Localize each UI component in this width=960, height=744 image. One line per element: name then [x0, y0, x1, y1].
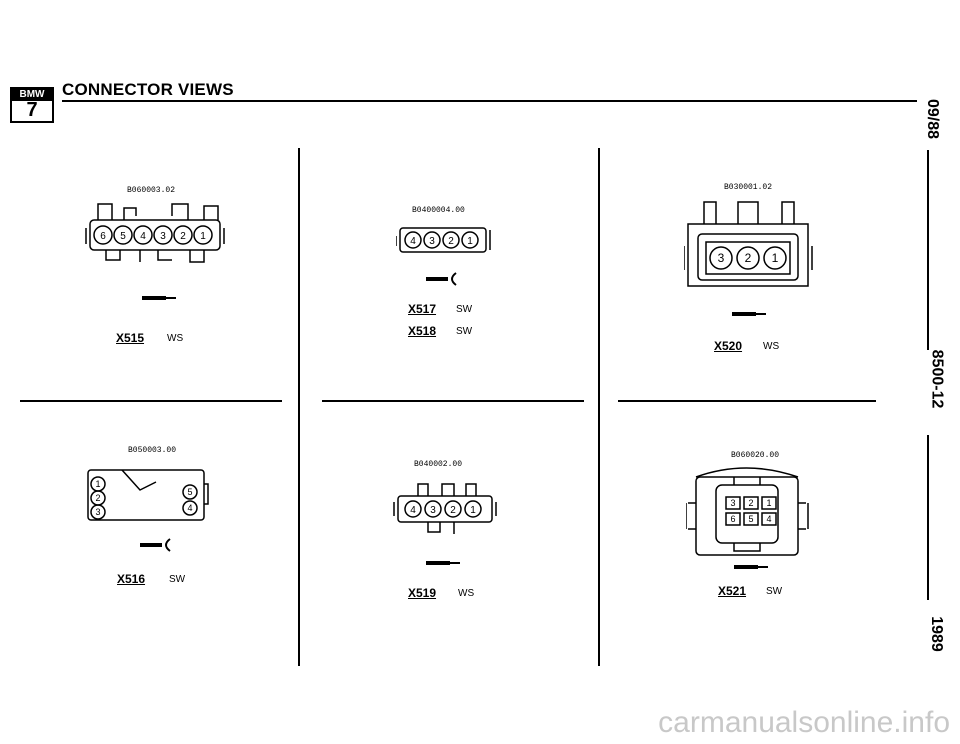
connector-x521-id: X521 — [718, 584, 747, 598]
x519-pin-4: 1 — [470, 505, 476, 516]
side-rule-2 — [927, 435, 929, 600]
connector-x515-id: X515 — [116, 331, 145, 345]
x521-pin-4: 6 — [730, 514, 735, 524]
side-margin: 09/88 8500-12 1989 — [908, 80, 948, 680]
x521-pin-2: 2 — [748, 498, 753, 508]
connector-x516-drawing: 1 2 3 5 4 — [87, 469, 209, 521]
connector-x519-drawing: 4 3 2 1 — [393, 483, 497, 534]
connector-x516-id: X516 — [117, 572, 146, 586]
x515-pin-2: 5 — [120, 231, 126, 242]
x519-pin-2: 3 — [430, 505, 436, 516]
x517-pin-2: 3 — [429, 236, 435, 247]
connector-x516-code: B050003.00 — [128, 446, 177, 455]
connector-x520-id: X520 — [714, 339, 743, 353]
connector-x519-symbol — [426, 561, 460, 565]
x516-pin-2: 2 — [95, 493, 100, 503]
x515-pin-3: 4 — [140, 231, 146, 242]
x515-pin-6: 1 — [200, 231, 206, 242]
x515-pin-1: 6 — [100, 231, 106, 242]
connector-x520-symbol — [732, 312, 766, 316]
x516-pin-3: 3 — [95, 507, 100, 517]
connector-x517-color: SW — [456, 304, 473, 315]
x517-pin-1: 4 — [410, 236, 416, 247]
watermark: carmanualsonline.info — [658, 706, 950, 739]
connector-x516-symbol — [140, 538, 171, 552]
x520-pin-3: 1 — [772, 251, 779, 265]
page-title: CONNECTOR VIEWS — [62, 80, 234, 99]
x516-pin-1: 1 — [95, 479, 100, 489]
x519-pin-3: 2 — [450, 505, 456, 516]
bmw-logo: BMW 7 — [10, 87, 54, 123]
x521-pin-5: 5 — [748, 514, 753, 524]
connector-x519-color: WS — [458, 588, 475, 599]
title-rule — [62, 100, 917, 102]
connector-x521-color: SW — [766, 586, 783, 597]
side-year: 1989 — [928, 616, 946, 652]
x517-pin-4: 1 — [467, 236, 473, 247]
connector-x517-symbol — [426, 272, 457, 286]
logo-series: 7 — [26, 99, 38, 121]
side-rule-1 — [927, 150, 929, 350]
connector-x520-code: B030001.02 — [724, 183, 773, 192]
x520-pin-1: 3 — [718, 251, 725, 265]
side-date: 09/88 — [923, 98, 941, 140]
x515-pin-5: 2 — [180, 231, 186, 242]
connector-x520-drawing: 3 2 1 — [684, 201, 813, 287]
row-divider-3 — [618, 400, 876, 402]
connector-x515-color: WS — [167, 333, 184, 344]
column-divider-1 — [298, 148, 300, 666]
x521-pin-3: 1 — [766, 498, 771, 508]
connector-x519-id: X519 — [408, 586, 437, 600]
connector-x517-code: B0400004.00 — [412, 206, 465, 215]
connector-x521-symbol — [734, 565, 768, 569]
connector-x517-id: X517 — [408, 302, 437, 316]
x520-pin-2: 2 — [745, 251, 752, 265]
x521-pin-1: 3 — [730, 498, 735, 508]
x515-pin-4: 3 — [160, 231, 166, 242]
connector-x521-drawing: 3 2 1 6 5 4 — [686, 467, 809, 556]
column-divider-2 — [598, 148, 600, 666]
side-page-number: 8500-12 — [928, 349, 946, 409]
connector-x519-code: B040002.00 — [414, 460, 463, 469]
connector-x515-symbol — [142, 296, 176, 300]
connector-x521-code: B060020.00 — [731, 451, 780, 460]
connector-x515-code: B060003.02 — [127, 186, 176, 195]
x516-pin-4: 4 — [187, 503, 192, 513]
x521-pin-6: 4 — [766, 514, 771, 524]
x517-pin-3: 2 — [448, 236, 454, 247]
connector-x515-drawing: 6 5 4 3 2 1 — [85, 203, 225, 263]
connector-x516-color: SW — [169, 574, 186, 585]
connector-x517-drawing: 4 3 2 1 — [396, 227, 491, 253]
logo-brand: BMW — [12, 89, 52, 101]
connector-x518-id: X518 — [408, 324, 437, 338]
connector-x520-color: WS — [763, 341, 780, 352]
row-divider-2 — [322, 400, 584, 402]
connector-x518-color: SW — [456, 326, 473, 337]
x519-pin-1: 4 — [410, 505, 416, 516]
x516-pin-5: 5 — [187, 487, 192, 497]
row-divider-1 — [20, 400, 282, 402]
